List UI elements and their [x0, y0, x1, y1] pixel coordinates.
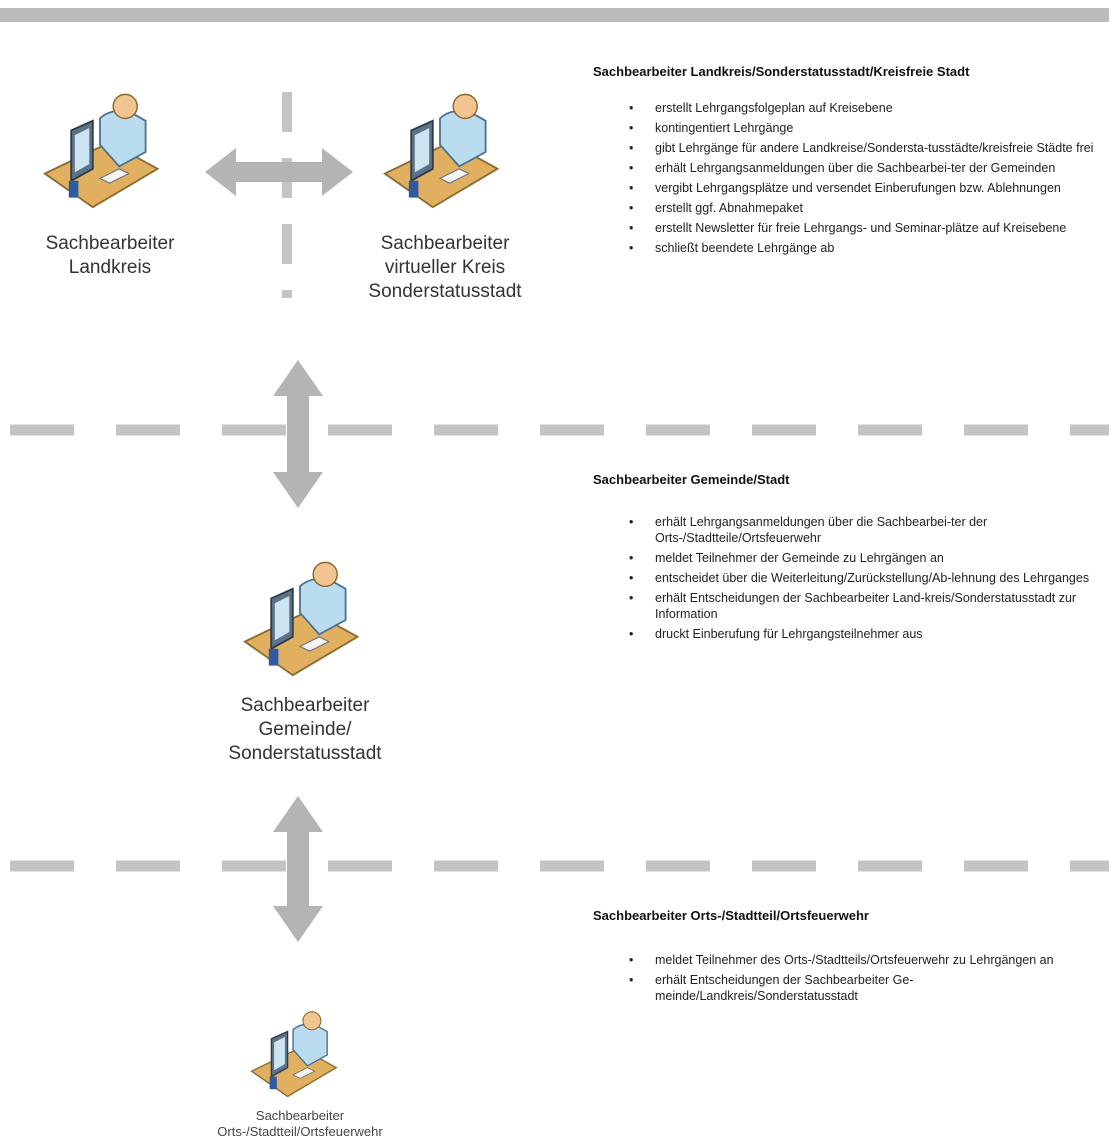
role-line: Orts-/Stadtteil/Ortsfeuerwehr	[217, 1124, 383, 1139]
section-title: Sachbearbeiter Orts-/Stadtteil/Ortsfeuer…	[593, 908, 869, 923]
role-landkreis-label: Sachbearbeiter Landkreis	[10, 232, 210, 280]
role-gemeinde-label: Sachbearbeiter Gemeinde/ Sonderstatussta…	[190, 694, 420, 766]
section-landkreis: Sachbearbeiter Landkreis/Sonderstatussta…	[593, 64, 1103, 260]
responsibility-list: erhält Lehrgangsanmeldungen über die Sac…	[593, 514, 1103, 642]
list-item: gibt Lehrgänge für andere Landkreise/Son…	[593, 140, 1103, 156]
section-gemeinde: Sachbearbeiter Gemeinde/Stadt erhält Leh…	[593, 472, 1103, 646]
vertical-double-arrow-upper	[273, 360, 323, 508]
responsibility-list: erstellt Lehrgangsfolgeplan auf Kreisebe…	[593, 100, 1103, 256]
top-divider-bar	[0, 8, 1109, 22]
list-item: erhält Entscheidungen der Sachbearbeiter…	[593, 972, 1103, 1004]
list-item: meldet Teilnehmer des Orts-/Stadtteils/O…	[593, 952, 1103, 968]
vertical-double-arrow-lower	[273, 796, 323, 942]
list-item: schließt beendete Lehrgänge ab	[593, 240, 1103, 256]
role-line: Sonderstatusstadt	[228, 743, 382, 764]
list-item: kontingentiert Lehrgänge	[593, 120, 1103, 136]
user-at-computer-icon	[43, 93, 160, 209]
role-line: Landkreis	[68, 257, 152, 278]
horizontal-double-arrow	[205, 148, 353, 196]
role-line: Sachbearbeiter	[240, 695, 370, 716]
list-item: erhält Lehrgangsanmeldungen über die Sac…	[593, 160, 1103, 176]
list-item: druckt Einberufung für Lehrgangsteilnehm…	[593, 626, 1103, 642]
role-line: Sachbearbeiter	[380, 233, 510, 254]
responsibility-list: meldet Teilnehmer des Orts-/Stadtteils/O…	[593, 952, 1103, 1004]
list-item: erhält Entscheidungen der Sachbearbeiter…	[593, 590, 1103, 622]
section-ortsfeuerwehr: Sachbearbeiter Orts-/Stadtteil/Ortsfeuer…	[593, 908, 1103, 1008]
user-at-computer-icon	[243, 561, 360, 677]
list-item: entscheidet über die Weiterleitung/Zurüc…	[593, 570, 1103, 586]
role-line: Sachbearbeiter	[255, 1108, 345, 1123]
role-line: Sonderstatusstadt	[368, 281, 522, 302]
role-ortsfeuerwehr-label: Sachbearbeiter Orts-/Stadtteil/Ortsfeuer…	[180, 1108, 420, 1140]
role-line: virtueller Kreis	[384, 257, 506, 278]
section-title: Sachbearbeiter Gemeinde/Stadt	[593, 472, 790, 487]
role-line: Gemeinde/	[258, 719, 352, 740]
section-title: Sachbearbeiter Landkreis/Sonderstatussta…	[593, 64, 970, 79]
list-item: erhält Lehrgangsanmeldungen über die Sac…	[593, 514, 1103, 546]
list-item: erstellt Newsletter für freie Lehrgangs-…	[593, 220, 1103, 236]
list-item: meldet Teilnehmer der Gemeinde zu Lehrgä…	[593, 550, 1103, 566]
list-item: erstellt ggf. Abnahmepaket	[593, 200, 1103, 216]
user-at-computer-icon	[383, 93, 500, 209]
list-item: vergibt Lehrgangsplätze und versendet Ei…	[593, 180, 1103, 196]
role-virtueller-kreis-label: Sachbearbeiter virtueller Kreis Sonderst…	[330, 232, 560, 304]
list-item: erstellt Lehrgangsfolgeplan auf Kreisebe…	[593, 100, 1103, 116]
role-line: Sachbearbeiter	[45, 233, 175, 254]
user-at-computer-icon	[250, 1011, 338, 1098]
